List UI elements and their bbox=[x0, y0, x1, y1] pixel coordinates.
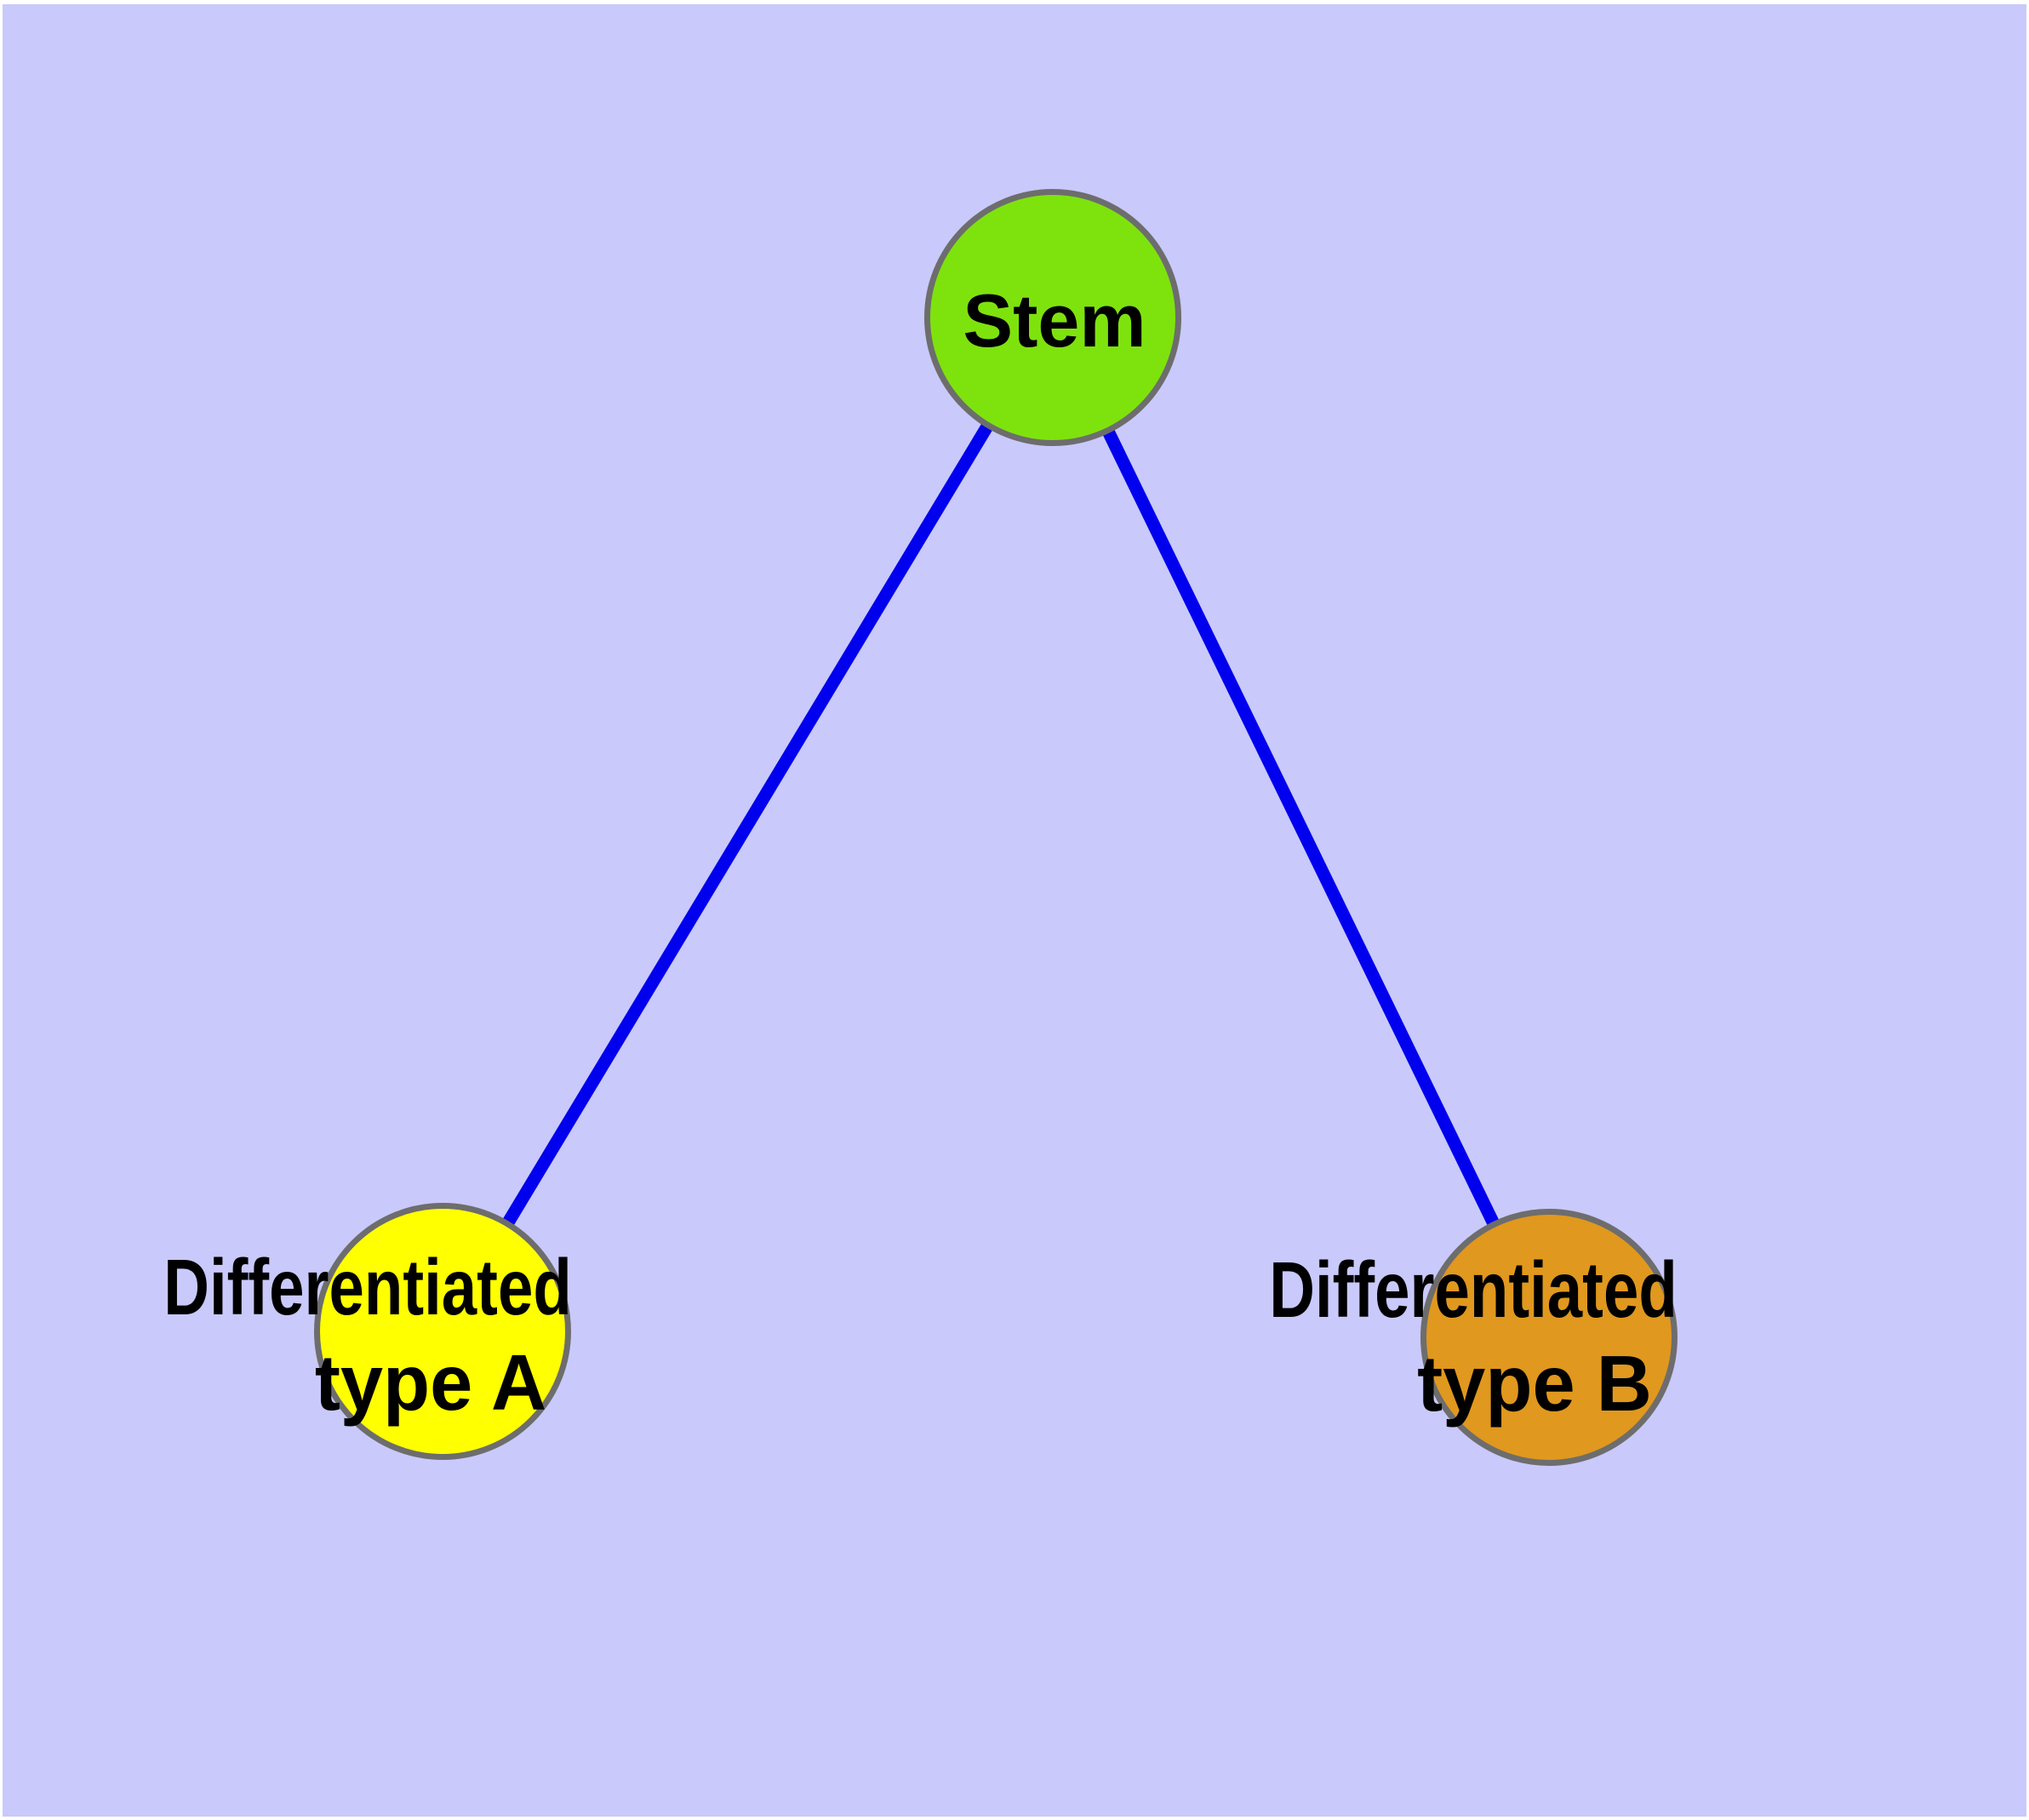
node-type-b-label-line1: Differentiated bbox=[1269, 1245, 1677, 1334]
node-stem-label: Stem bbox=[963, 278, 1146, 363]
node-stem bbox=[924, 189, 1181, 446]
node-type-b-label-line2: type B bbox=[1417, 1339, 1652, 1428]
node-differentiated-type-a bbox=[314, 1203, 571, 1460]
edge-stem-to-type-a bbox=[437, 314, 1059, 1335]
node-type-a-label-line1: Differentiated bbox=[163, 1243, 572, 1331]
node-differentiated-type-b bbox=[1420, 1209, 1677, 1466]
node-type-a-label-line2: type A bbox=[314, 1338, 547, 1427]
edge-stem-to-type-b bbox=[1047, 314, 1555, 1341]
